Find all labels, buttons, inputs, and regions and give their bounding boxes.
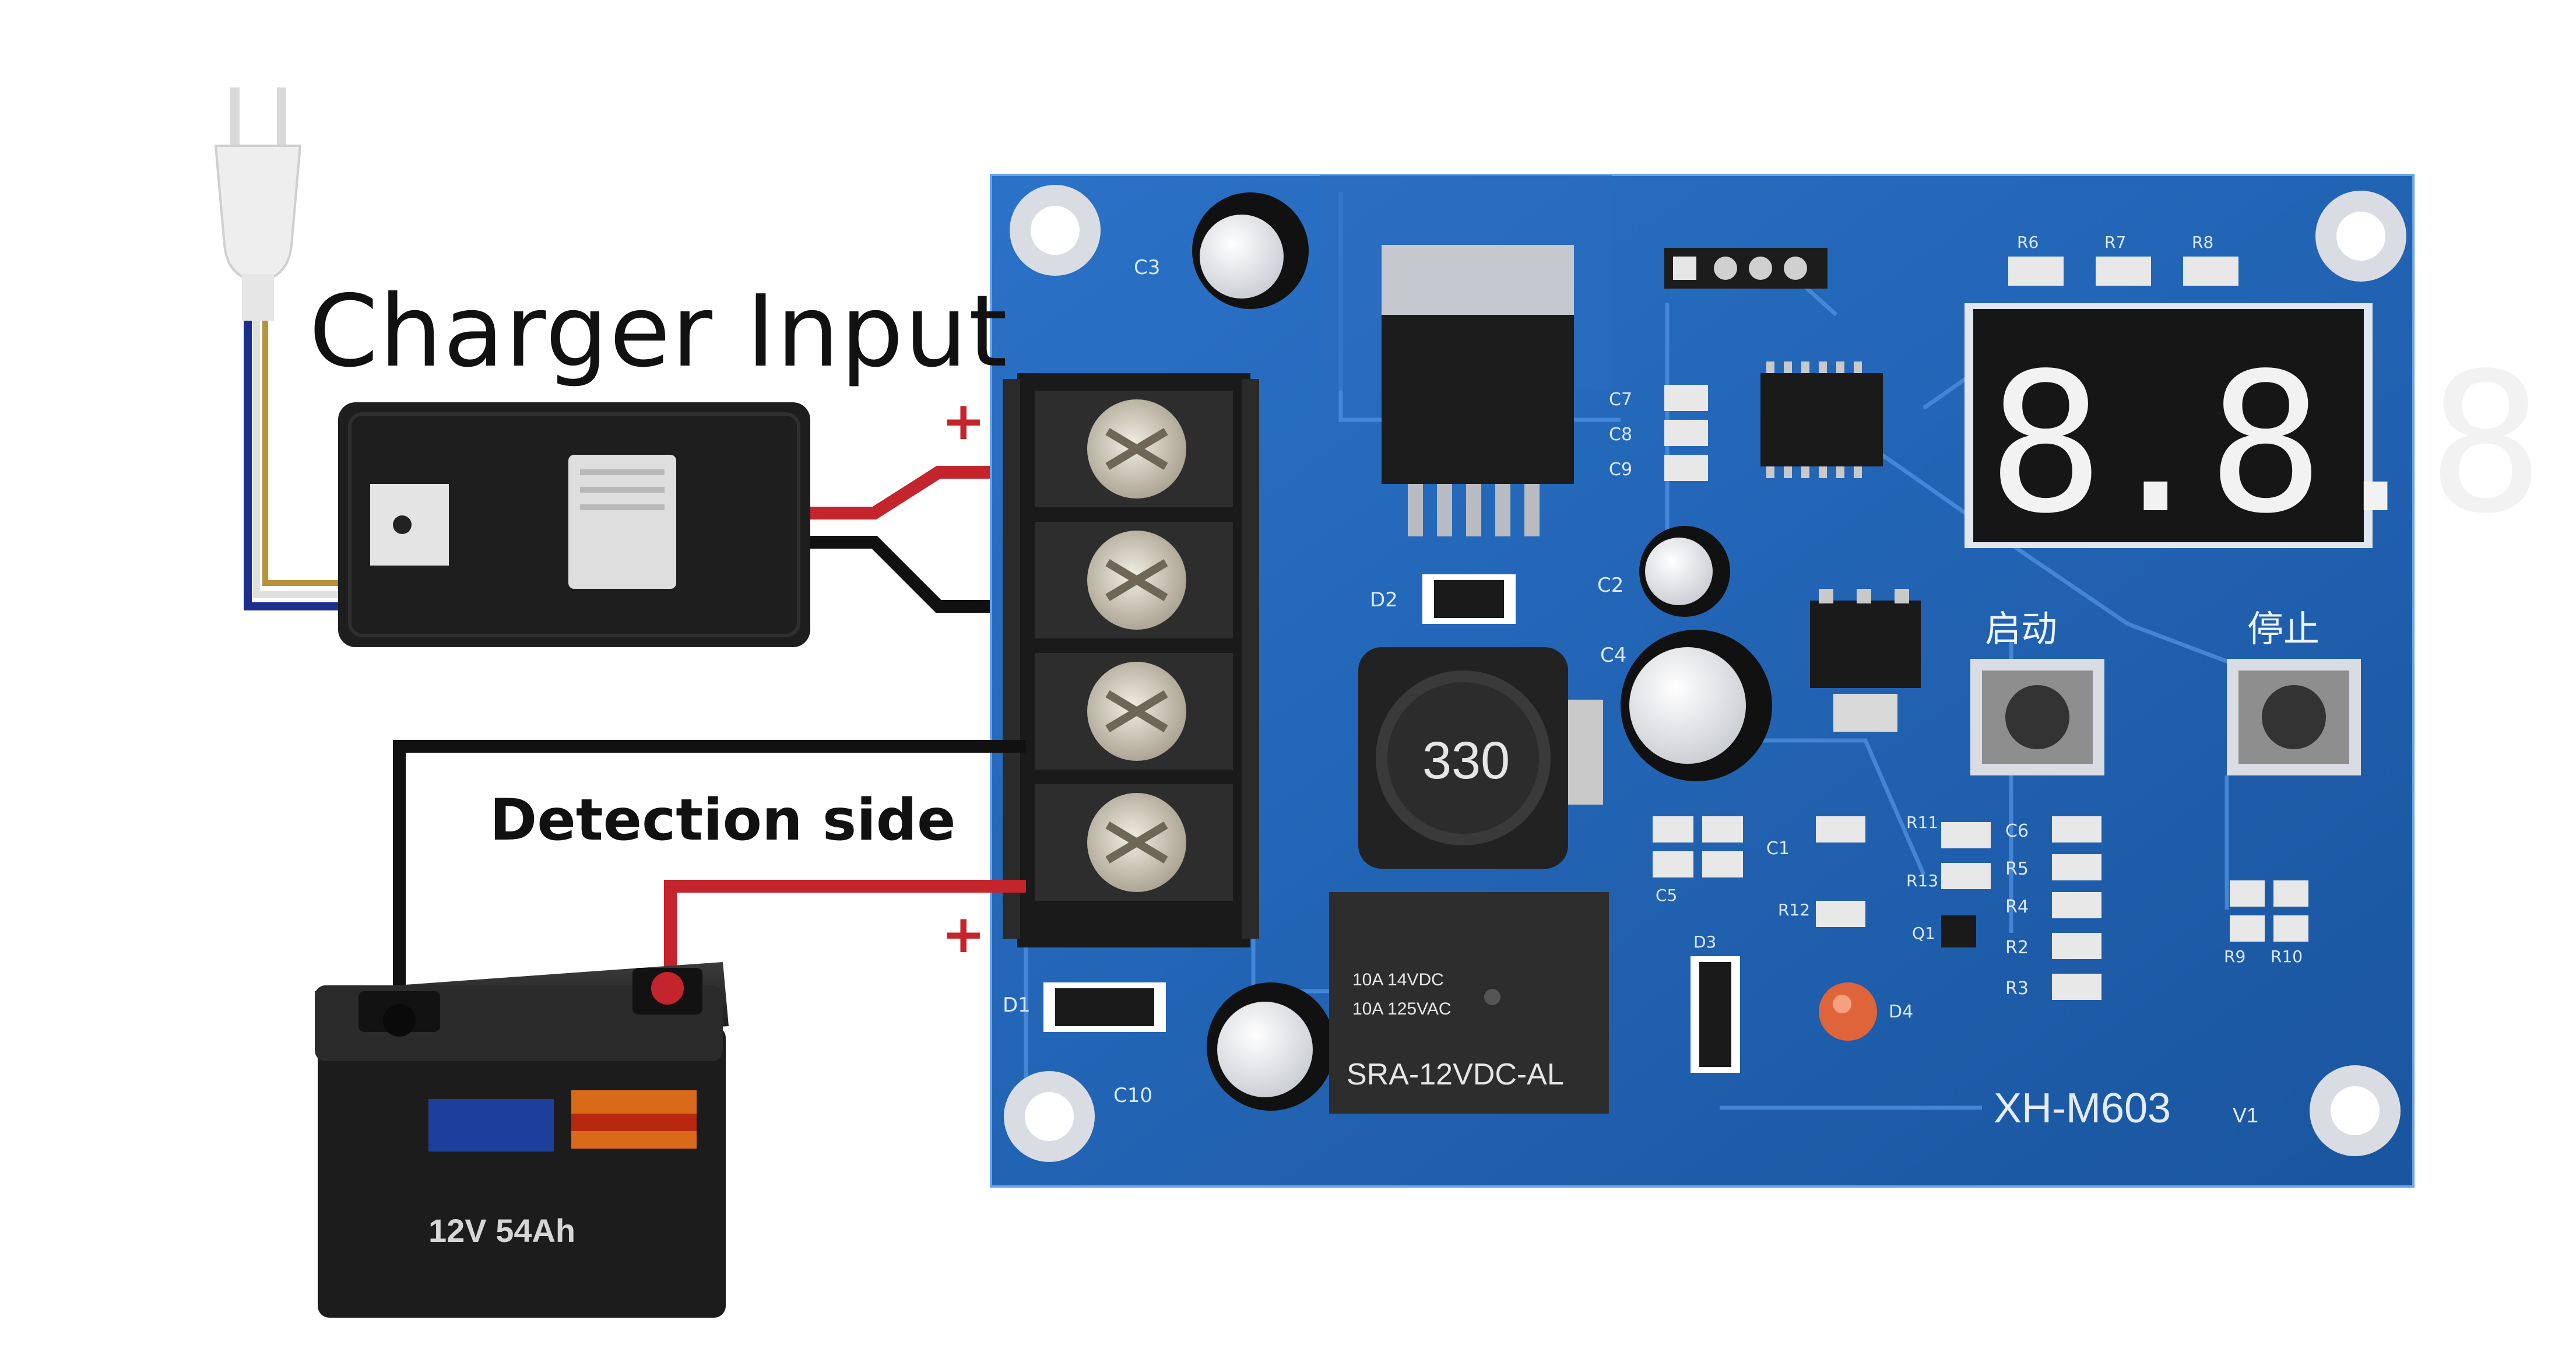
label-d4: D4: [1889, 1002, 1913, 1022]
voltage-regulator: [1320, 175, 1612, 536]
label-r6: R6: [2017, 233, 2039, 252]
mounting-holes: [1004, 185, 2406, 1162]
relay: 10A 14VDC 10A 125VAC SRA-12VDC-AL: [1329, 892, 1609, 1114]
label-r8: R8: [2192, 233, 2213, 252]
label-r4: R4: [2005, 897, 2029, 917]
board-version: V1: [2233, 1103, 2258, 1127]
charger-output-wires: [810, 466, 1038, 613]
relay-rating-1: 10A 14VDC: [1352, 970, 1444, 989]
board-model: XH-M603: [1994, 1085, 2171, 1132]
label-c2: C2: [1597, 574, 1623, 597]
start-button-label: 启动: [1985, 608, 2057, 650]
label-r11: R11: [1906, 813, 1938, 832]
inductor-marking: 330: [1422, 732, 1510, 790]
label-d1: D1: [1003, 994, 1031, 1017]
label-r3: R3: [2005, 978, 2029, 999]
transistor: [1810, 589, 1921, 732]
label-d2: D2: [1370, 588, 1398, 612]
smd-parts-middle: C1 C6 R5 R4 R2 R3 R11 R13 R12 Q1 R9 R10 …: [1653, 813, 2308, 1000]
label-r10: R10: [2271, 947, 2303, 966]
pin-header: [1664, 248, 1828, 289]
plus-sign-detection: +: [941, 904, 986, 965]
label-c10: C10: [1113, 1084, 1152, 1107]
battery-wires: [393, 740, 1026, 1026]
diode-d3: D3: [1691, 932, 1740, 1073]
label-c9: C9: [1609, 459, 1632, 480]
label-c4: C4: [1600, 644, 1626, 667]
seven-segment-display: 8.8.8.: [1964, 303, 2576, 556]
label-q1: Q1: [1912, 924, 1935, 943]
charger-brick: [338, 402, 810, 647]
label-r9: R9: [2224, 947, 2245, 966]
terminal-screws: [1035, 391, 1233, 901]
car-battery: 12V 54Ah: [315, 962, 729, 1318]
relay-rating-2: 10A 125VAC: [1352, 999, 1452, 1019]
capacitor-c10: C10: [1113, 982, 1335, 1111]
start-button[interactable]: 启动: [1970, 608, 2104, 775]
diode-d2: D2: [1370, 574, 1516, 624]
label-c5: C5: [1656, 886, 1677, 905]
terminal-block: [1003, 373, 1259, 947]
capacitor-c4: C4: [1600, 630, 1772, 781]
charger-input-label: Charger Input: [309, 274, 1009, 389]
relay-part: SRA-12VDC-AL: [1347, 1058, 1564, 1091]
power-plug: [214, 87, 302, 321]
detection-side-label: Detection side: [490, 787, 956, 854]
stop-button-label: 停止: [2247, 608, 2320, 650]
stop-button[interactable]: 停止: [2227, 608, 2361, 775]
label-r13: R13: [1906, 871, 1938, 890]
smd-resistors-top: R6 R7 R8: [2008, 233, 2238, 286]
label-c3: C3: [1134, 256, 1160, 279]
label-c7: C7: [1609, 389, 1632, 410]
label-r2: R2: [2005, 938, 2029, 958]
capacitor-c2: C2: [1597, 526, 1730, 617]
plus-sign-input: +: [941, 391, 986, 452]
display-readout: 8.8.8.: [1988, 332, 2576, 556]
label-r12: R12: [1778, 900, 1810, 919]
smd-caps-c7-c9: C7 C8 C9: [1609, 385, 1708, 481]
label-c8: C8: [1609, 424, 1632, 445]
label-r7: R7: [2104, 233, 2126, 252]
power-cord: [244, 321, 350, 610]
label-r5: R5: [2005, 859, 2029, 879]
battery-rating: 12V 54Ah: [428, 1212, 575, 1249]
led-d4: D4: [1819, 982, 1913, 1041]
capacitor-c3: C3: [1134, 192, 1309, 309]
ic-chip: [1760, 361, 1883, 478]
inductor: 330: [1358, 647, 1603, 869]
label-d3: D3: [1693, 932, 1716, 952]
diode-d1: D1: [1003, 982, 1166, 1032]
label-c6: C6: [2005, 821, 2029, 841]
label-c1: C1: [1766, 838, 1790, 859]
